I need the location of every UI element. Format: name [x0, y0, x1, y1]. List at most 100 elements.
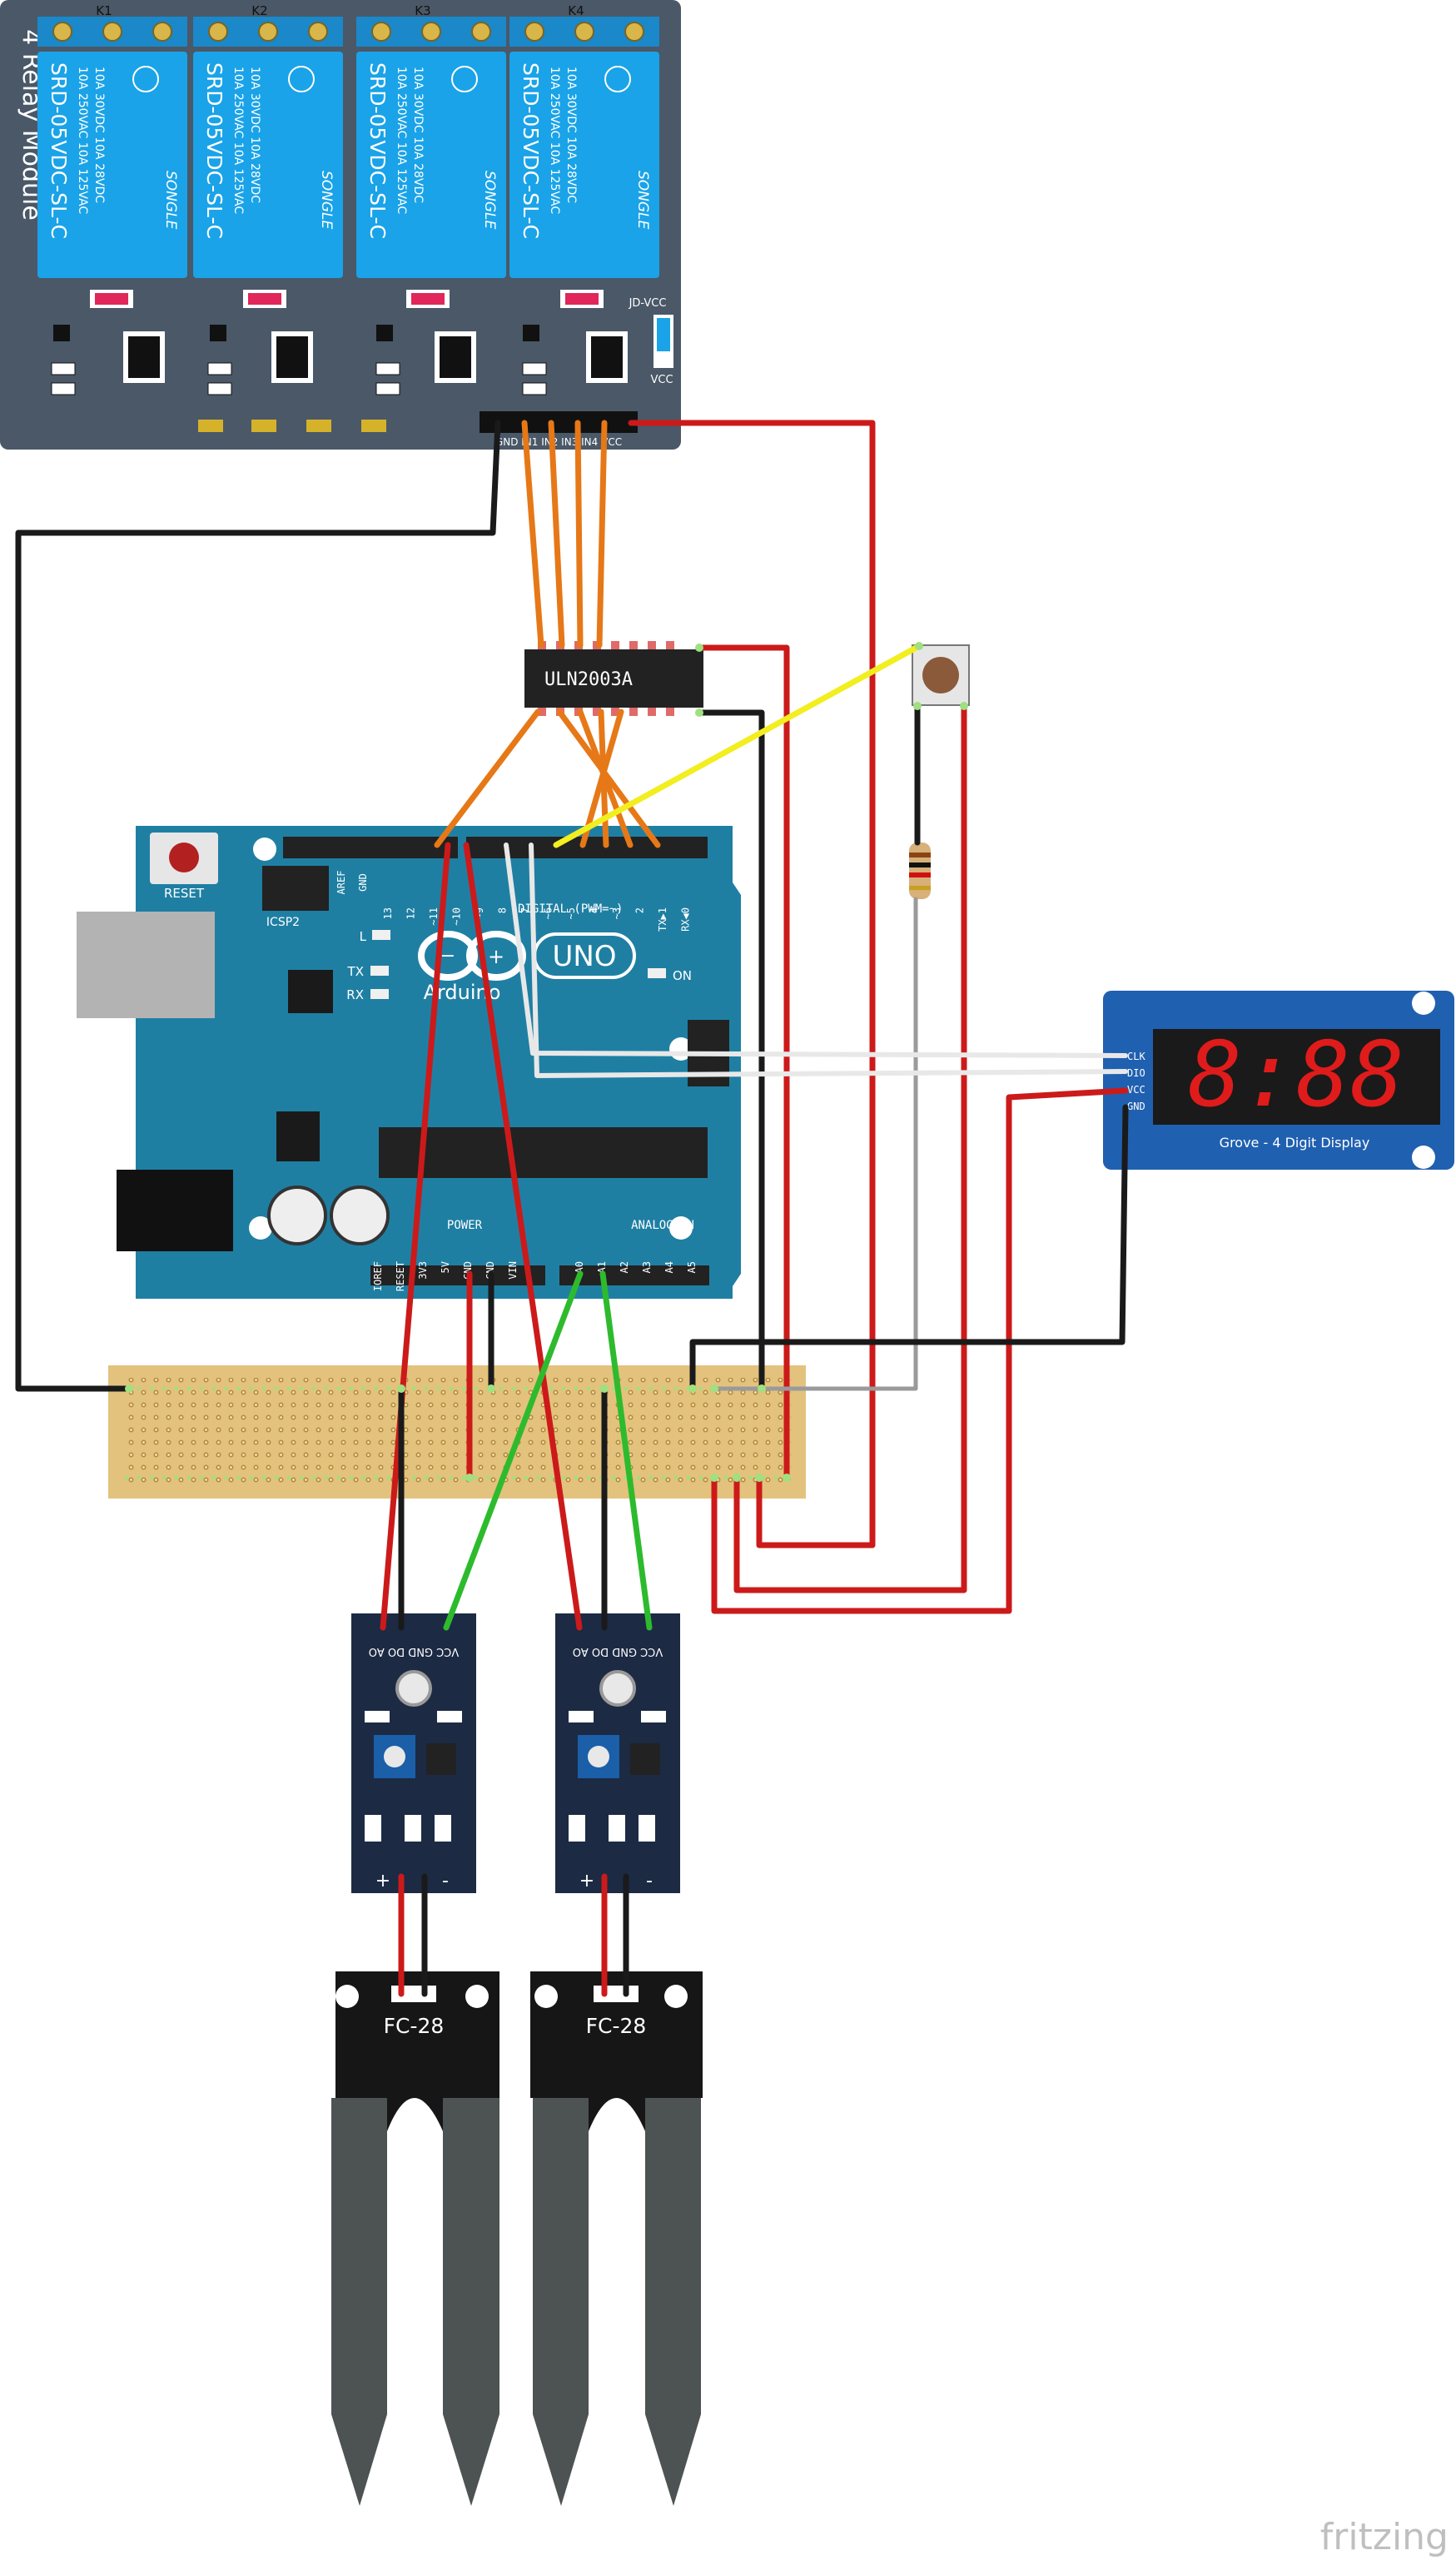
wire-black[interactable]	[696, 709, 765, 1392]
digital-pin-label: 12	[405, 907, 417, 919]
relay-block	[193, 52, 343, 278]
digital-pin-label: 2	[634, 907, 646, 913]
probe-label: FC-28	[384, 2014, 445, 2038]
push-button[interactable]	[912, 644, 970, 706]
transistor	[523, 325, 539, 341]
reset-button-cap[interactable]	[169, 843, 199, 872]
tx-label: TX	[347, 964, 364, 979]
icsp-label: ICSP2	[266, 916, 300, 929]
transistor	[210, 325, 226, 341]
wire-orange[interactable]	[574, 420, 584, 649]
wire-black[interactable]	[15, 420, 501, 1392]
solder-pad	[251, 420, 276, 432]
wire-red[interactable]	[463, 842, 583, 1631]
probe-label: FC-28	[586, 2014, 647, 2038]
screw-terminal	[371, 22, 391, 42]
rx-label: RX	[346, 987, 364, 1002]
wire-red[interactable]	[380, 842, 451, 1631]
vcc-label: VCC	[650, 374, 673, 386]
smd-component	[569, 1711, 594, 1722]
resistor-band	[909, 872, 931, 877]
resistor-band	[909, 862, 931, 867]
relay-rating: 10A 250VAC 10A 125VAC	[231, 67, 245, 214]
arduino-uno: RESET ICSP2 L TX RX ON − + UNO Arduino D…	[77, 826, 741, 1299]
relay-label: K3	[415, 3, 430, 18]
uln-label: ULN2003A	[544, 669, 633, 690]
relay-label: K2	[251, 3, 267, 18]
relay-rating: 10A 250VAC 10A 125VAC	[395, 67, 408, 214]
wire-white[interactable]	[529, 843, 1128, 1078]
screw-terminal	[102, 22, 122, 42]
probe-leg-left	[533, 2098, 589, 2506]
screw-terminal	[308, 22, 328, 42]
digital-pin-label: TX▶1	[657, 907, 668, 932]
wire-gray[interactable]	[712, 897, 918, 1391]
mount-hole	[1412, 1146, 1435, 1169]
relay-channel-3: K3 SRD-05VDC-SL-C 10A 250VAC 10A 125VAC …	[356, 3, 506, 278]
wire-orange[interactable]	[521, 420, 544, 649]
relay-block	[356, 52, 506, 278]
smd-component	[405, 1815, 421, 1842]
wire-orange[interactable]	[579, 708, 624, 848]
relay-rating: 10A 30VDC 10A 28VDC	[411, 67, 425, 203]
transistor	[53, 325, 70, 341]
wire-orange[interactable]	[548, 420, 565, 649]
led-on-icon	[648, 968, 666, 978]
minus-label: -	[646, 1871, 653, 1891]
relay-model: SRD-05VDC-SL-C	[519, 62, 543, 239]
relay-rating: 10A 30VDC 10A 28VDC	[92, 67, 106, 203]
relay-rating: 10A 30VDC 10A 28VDC	[248, 67, 261, 203]
power-pin-label: RESET	[395, 1261, 406, 1291]
wire-orange[interactable]	[434, 708, 541, 848]
gnd-label: GND	[357, 873, 369, 892]
capacitor	[267, 1186, 327, 1245]
jumper-cap[interactable]	[657, 318, 670, 351]
on-label: ON	[673, 968, 692, 983]
button-cap[interactable]	[922, 657, 959, 693]
wire-orange[interactable]	[596, 420, 608, 649]
relay-rating: 10A 250VAC 10A 125VAC	[76, 67, 89, 214]
digital-pin-label: 7	[519, 907, 531, 913]
power-pin-label: VIN	[507, 1261, 519, 1280]
wire-red[interactable]	[696, 644, 790, 1481]
wire-green[interactable]	[443, 1270, 584, 1631]
wire-red[interactable]	[711, 1087, 1129, 1614]
smd-component	[435, 1815, 451, 1842]
digital-pin-label: RX◀0	[680, 907, 692, 932]
screw-terminal	[152, 22, 172, 42]
relay-brand: SONGLE	[162, 171, 179, 230]
wire-yellow[interactable]	[553, 643, 922, 848]
wire-red[interactable]	[733, 703, 967, 1593]
plus-label: +	[375, 1871, 390, 1891]
cert-mark-icon	[604, 66, 631, 92]
relay-label: K1	[96, 3, 112, 18]
grove-4digit-display: 8:88 Grove - 4 Digit Display CLKDIOVCCGN…	[1103, 991, 1454, 1170]
fritzing-watermark: fritzing	[1320, 2516, 1449, 2558]
relay-model: SRD-05VDC-SL-C	[365, 62, 390, 239]
button-body[interactable]	[912, 644, 970, 706]
wire-black[interactable]	[689, 1104, 1129, 1392]
arduino-board	[136, 826, 741, 1299]
optocoupler-chip	[128, 336, 160, 378]
relay-brand: SONGLE	[318, 171, 335, 230]
potentiometer-knob[interactable]	[384, 1746, 405, 1767]
analog-header	[559, 1265, 709, 1285]
mount-hole	[669, 1216, 693, 1240]
wire-orange[interactable]	[556, 708, 661, 848]
relay-label: K4	[568, 3, 584, 18]
digital-pin-label: 8	[497, 907, 509, 913]
wire-white[interactable]	[504, 843, 1128, 1058]
led-red-icon	[565, 293, 599, 305]
wire-green[interactable]	[599, 1270, 653, 1631]
analog-pin-label: A1	[596, 1261, 608, 1273]
probe-connector	[594, 1986, 639, 2002]
wire-red[interactable]	[628, 420, 876, 1548]
probe-notch	[387, 2098, 443, 2131]
relay-rating: 10A 250VAC 10A 125VAC	[548, 67, 561, 214]
potentiometer-knob[interactable]	[588, 1746, 609, 1767]
digital-pin-label: ~11	[428, 907, 440, 926]
digital-label: DIGITAL (PWM=~)	[518, 902, 623, 916]
screw-terminal	[208, 22, 228, 42]
jd-vcc-label: JD-VCC	[629, 297, 667, 310]
probe-leg-right	[645, 2098, 701, 2506]
